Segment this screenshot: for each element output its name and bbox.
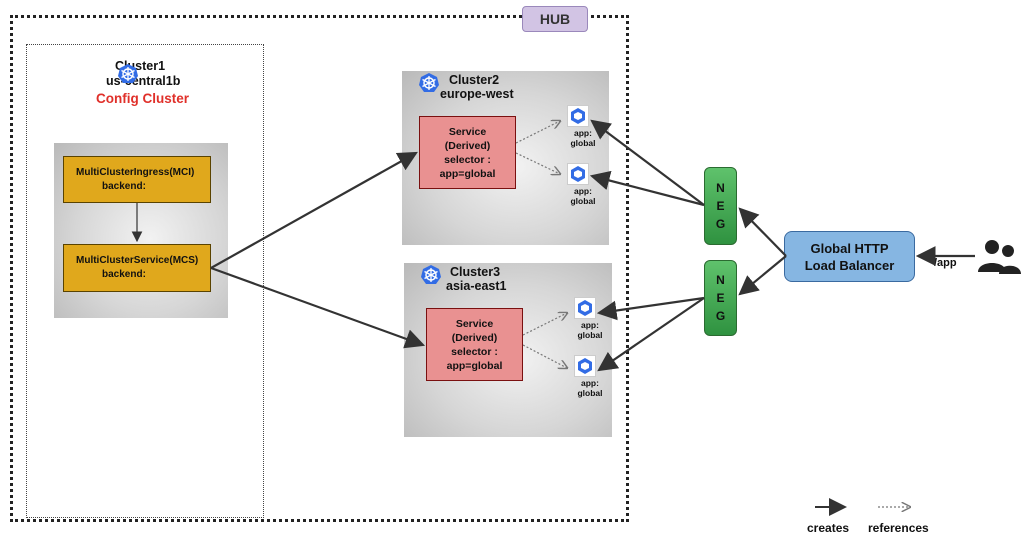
cluster3-name: Cluster3 [450, 265, 501, 279]
pod-cube-icon [574, 297, 596, 319]
config-cluster-label: Config Cluster [96, 91, 189, 106]
cluster2-pod2-label: app: global [563, 186, 603, 206]
pod-cube-icon [574, 355, 596, 377]
kubernetes-wheel-icon [117, 63, 139, 85]
kubernetes-wheel-icon [418, 72, 440, 94]
service-selector: selector : [451, 345, 498, 358]
pod-cube-icon [567, 105, 589, 127]
neg-letter: E [716, 291, 725, 305]
service3-to-pod4-reference [522, 344, 567, 368]
service-selector-value: app=global [446, 359, 503, 372]
mcs-to-cluster2-service-arrow [210, 151, 418, 269]
cluster2-region: europe-west [440, 87, 514, 101]
path-label: /app [934, 257, 957, 269]
pod-label-value: global [570, 196, 596, 206]
mcs-backend: backend: [102, 269, 146, 280]
mcs-box: MultiClusterService(MCS) backend: [63, 244, 211, 292]
pod-cube-icon [567, 163, 589, 185]
cluster3-region: asia-east1 [446, 279, 507, 293]
mci-box: MultiClusterIngress(MCI) backend: [63, 156, 211, 203]
lb-to-neg-bottom-arrow [738, 255, 787, 296]
pod-label-key: app: [574, 128, 592, 138]
service-selector: selector : [444, 153, 491, 166]
neg-to-pod4-arrow [597, 297, 705, 372]
neg-letter: N [716, 181, 725, 195]
neg-letter: N [716, 273, 725, 287]
neg-box-top: N E G [704, 167, 737, 245]
service2-to-pod1-reference [515, 121, 560, 144]
service-selector-value: app=global [439, 167, 496, 180]
service-title: Service [448, 125, 487, 138]
kubernetes-wheel-icon [420, 264, 442, 286]
cluster2-service-box: Service (Derived) selector : app=global [419, 116, 516, 189]
cluster3-pod2-label: app: global [570, 378, 610, 398]
service-derived: (Derived) [451, 331, 498, 344]
mci-backend: backend: [102, 180, 146, 192]
neg-letter: G [715, 309, 726, 323]
lb-title-line2: Load Balancer [804, 257, 895, 273]
global-http-load-balancer: Global HTTP Load Balancer [784, 231, 915, 282]
neg-box-bottom: N E G [704, 260, 737, 336]
cluster1-boundary [26, 44, 264, 518]
neg-to-pod2-arrow [589, 170, 705, 207]
legend-references-label: references [868, 521, 929, 535]
cluster2-name: Cluster2 [449, 73, 500, 87]
service2-to-pod2-reference [515, 152, 560, 174]
pod-label-key: app: [581, 320, 599, 330]
pod-label-value: global [570, 138, 596, 148]
neg-to-pod3-arrow [596, 296, 705, 321]
hub-boundary [10, 15, 629, 522]
lb-to-neg-top-arrow [738, 207, 787, 257]
pod-label-value: global [577, 388, 603, 398]
neg-letter: G [715, 217, 726, 231]
neg-to-pod1-arrow [590, 119, 705, 206]
hub-label: HUB [522, 6, 588, 32]
cluster3-pod1-label: app: global [570, 320, 610, 340]
neg-letter: E [716, 199, 725, 213]
service3-to-pod3-reference [522, 313, 567, 336]
cluster3-service-box: Service (Derived) selector : app=global [426, 308, 523, 381]
lb-title-line1: Global HTTP [810, 240, 889, 256]
pod-label-key: app: [574, 186, 592, 196]
service-title: Service [455, 317, 494, 330]
legend-creates-label: creates [807, 521, 850, 535]
users-icon [975, 238, 1023, 276]
mcs-to-cluster3-service-arrow [210, 266, 426, 349]
service-derived: (Derived) [444, 139, 491, 152]
mci-title: MultiClusterIngress(MCI) [76, 166, 195, 178]
mcs-title: MultiClusterService(MCS) [76, 255, 199, 266]
pod-label-key: app: [581, 378, 599, 388]
pod-label-value: global [577, 330, 603, 340]
cluster2-pod1-label: app: global [563, 128, 603, 148]
